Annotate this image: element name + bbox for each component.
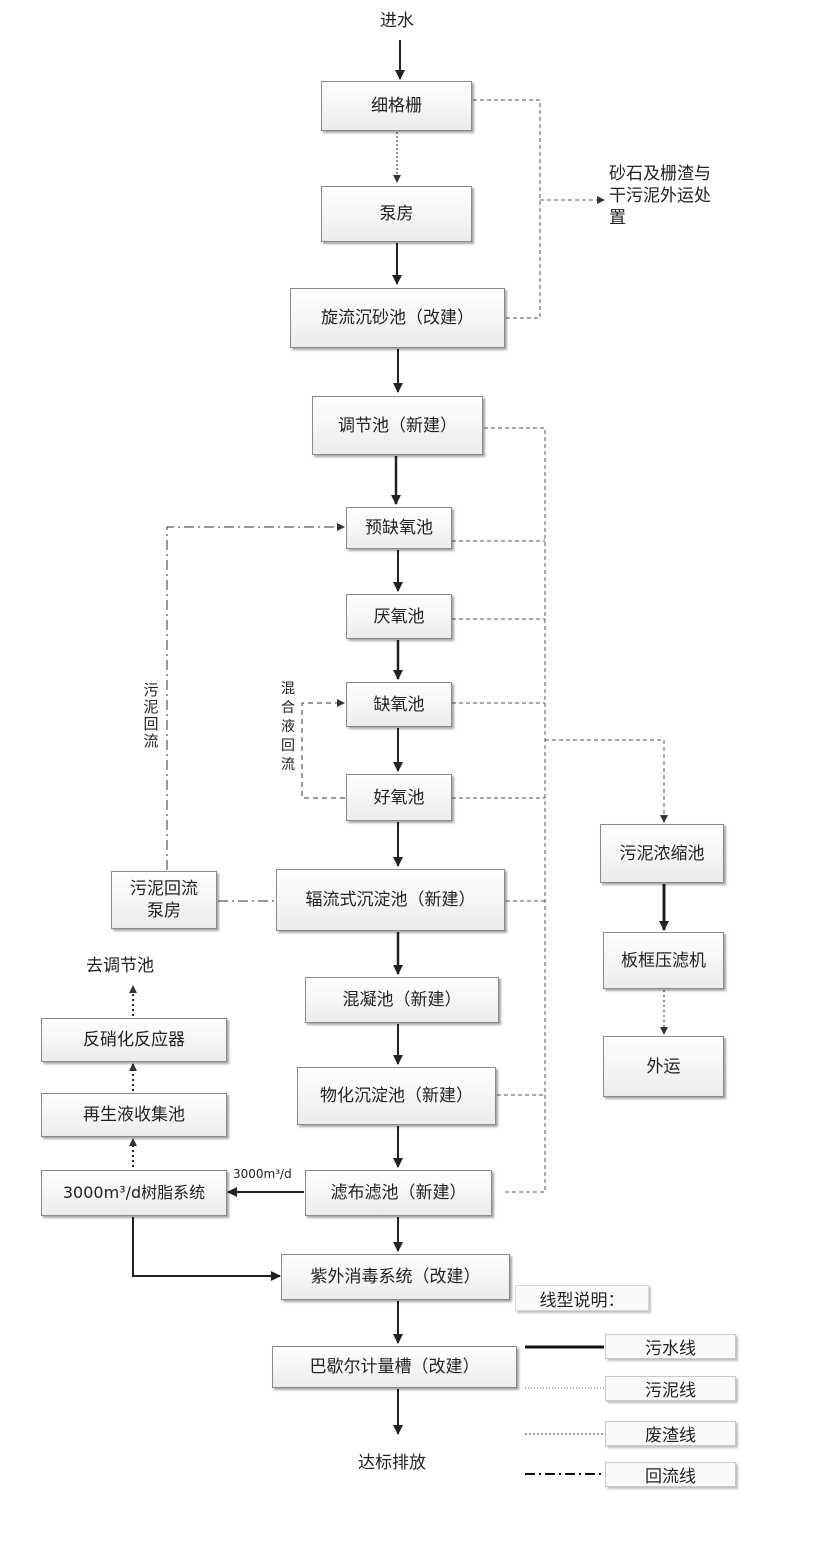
anaerobic-tank-box: 厌氧池 xyxy=(346,594,452,639)
sludge-return-pump-box: 污泥回流 泵房 xyxy=(111,871,217,929)
legend-item-sludge: 污泥线 xyxy=(605,1376,736,1401)
physicochemical-settling-box: 物化沉淀池（新建） xyxy=(297,1067,496,1125)
coagulation-tank-box: 混凝池（新建） xyxy=(305,977,499,1023)
legend-item-sewage: 污水线 xyxy=(605,1334,736,1359)
radial-clarifier-box: 辐流式沉淀池（新建） xyxy=(276,869,505,931)
equalization-tank-box: 调节池（新建） xyxy=(312,396,483,455)
sludge-thickener-box: 污泥浓缩池 xyxy=(600,824,724,883)
uv-disinfection-box: 紫外消毒系统（改建） xyxy=(281,1254,510,1300)
denitrification-reactor-box: 反硝化反应器 xyxy=(41,1018,227,1062)
haul-away-box: 外运 xyxy=(603,1036,724,1097)
pump-house-box: 泵房 xyxy=(321,186,472,242)
sludge-return-label: 污泥回流 xyxy=(143,681,159,750)
anoxic-tank-box: 缺氧池 xyxy=(346,682,452,727)
inlet-label: 进水 xyxy=(380,11,414,31)
grit-disposal-note: 砂石及栅渣与 干污泥外运处 置 xyxy=(609,164,711,228)
discharge-label: 达标排放 xyxy=(358,1453,426,1473)
plate-frame-filter-press-box: 板框压滤机 xyxy=(603,932,724,989)
sewage-main-line xyxy=(132,40,669,1435)
legend-title: 线型说明： xyxy=(515,1285,649,1311)
parshall-flume-box: 巴歇尔计量槽（改建） xyxy=(272,1346,517,1388)
aerobic-tank-box: 好氧池 xyxy=(346,774,452,821)
fine-screen-box: 细格栅 xyxy=(321,81,472,131)
vortex-grit-chamber-box: 旋流沉砂池（改建） xyxy=(290,288,505,348)
regen-liquid-collection-box: 再生液收集池 xyxy=(41,1093,227,1137)
legend-item-waste: 废渣线 xyxy=(605,1421,736,1446)
legend-item-return: 回流线 xyxy=(605,1462,736,1487)
flow-rate-label: 3000m³/d xyxy=(233,1167,292,1181)
cloth-filter-box: 滤布滤池（新建） xyxy=(305,1170,492,1216)
resin-system-box: 3000m³/d树脂系统 xyxy=(41,1170,227,1216)
pre-anoxic-tank-box: 预缺氧池 xyxy=(346,507,452,549)
mixed-liquor-return-label: 混合液回流 xyxy=(281,681,295,773)
to-equalization-label: 去调节池 xyxy=(86,956,154,976)
